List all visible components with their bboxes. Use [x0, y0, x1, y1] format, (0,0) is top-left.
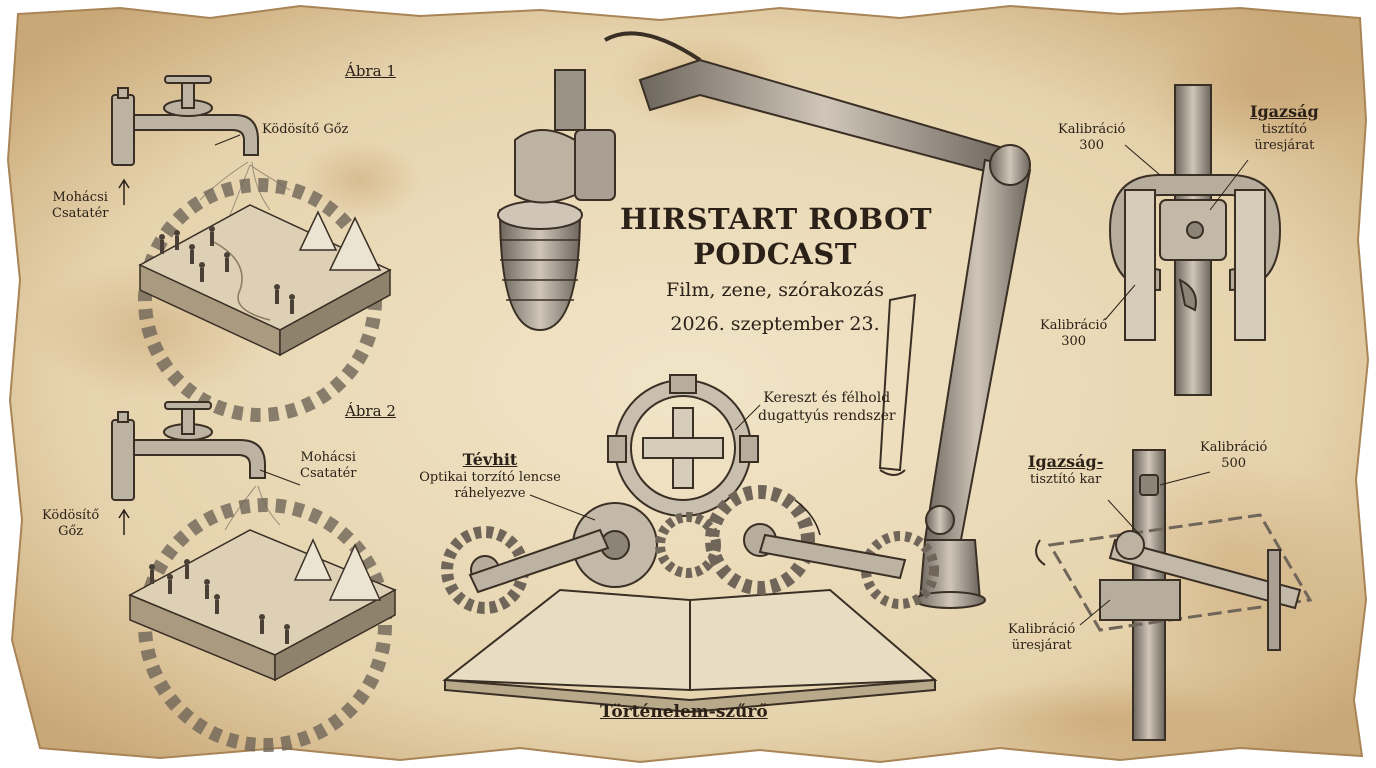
- truth-lever-heading: Igazság-: [1028, 452, 1104, 471]
- fig2-battlefield-line2: Csatatér: [300, 466, 357, 482]
- podcast-date: 2026. szeptember 23.: [670, 312, 880, 335]
- cross-piston-label: Kereszt és félhold dugattyús rendszer: [758, 390, 896, 425]
- history-filter-machine: [441, 374, 939, 714]
- truth-lever-label: Igazság- tisztító kar: [1028, 452, 1103, 488]
- truth-lever-line2: tisztító kar: [1030, 472, 1102, 487]
- myth-label: Tévhit Optikai torzító lencse ráhelyezve: [410, 450, 570, 503]
- calib-500-label: Kalibráció 500: [1200, 440, 1267, 473]
- fig1-battlefield-line2: Csatatér: [52, 206, 109, 222]
- calib-a-label: Kalibráció 300: [1058, 122, 1125, 155]
- microphone-icon: [497, 69, 616, 332]
- battlefield-diorama-2: [128, 498, 397, 752]
- calib-a-line1: Kalibráció: [1058, 122, 1126, 137]
- podcast-title-block: HIRSTART ROBOT PODCAST Film, zene, szóra…: [620, 202, 933, 336]
- truth-idle-heading: Igazság: [1250, 102, 1319, 121]
- cross-piston-line2: dugattyús rendszer: [758, 407, 896, 424]
- myth-line2: ráhelyezve: [454, 486, 526, 502]
- fig1-steam-label: Ködösítő Gőz: [262, 122, 349, 137]
- figure-2-caption: Ábra 2: [345, 402, 396, 420]
- calib-b-line1: Kalibráció: [1040, 318, 1108, 333]
- truth-idle-line2: üresjárat: [1254, 138, 1315, 154]
- fig2-steam-line2: Gőz: [58, 524, 84, 540]
- calib-500-line2: 500: [1221, 456, 1247, 472]
- fig2-steam-label: Ködösítő Gőz: [42, 508, 99, 541]
- cross-piston-line1: Kereszt és félhold: [763, 390, 891, 406]
- truth-idle-label: Igazság tisztító üresjárat: [1250, 102, 1319, 155]
- calib-idle-line2: üresjárat: [1011, 638, 1072, 654]
- truth-cleaning-lever: [1035, 449, 1313, 741]
- history-filter-caption: Történelem-szűrő: [600, 702, 768, 722]
- fig2-battlefield-label: Mohácsi Csatatér: [300, 450, 356, 483]
- myth-line1: Optikai torzító lencse: [419, 470, 561, 485]
- truth-cleaning-mechanism: [1104, 84, 1282, 396]
- fig2-steam-line1: Ködösítő: [42, 508, 100, 523]
- podcast-subtitle: Film, zene, szórakozás: [666, 278, 884, 301]
- fig2-battlefield-line1: Mohácsi: [300, 450, 356, 465]
- fig1-battlefield-label: Mohácsi Csatatér: [52, 190, 108, 223]
- myth-heading: Tévhit: [462, 450, 518, 469]
- faucet-2-icon: [111, 401, 266, 501]
- fig1-battlefield-line1: Mohácsi: [52, 190, 108, 205]
- battlefield-diorama-1: [138, 178, 392, 422]
- calib-idle-label: Kalibráció üresjárat: [1008, 622, 1075, 655]
- calib-a-line2: 300: [1079, 138, 1105, 154]
- podcast-title-line2: PODCAST: [693, 237, 857, 272]
- truth-idle-line1: tisztító: [1261, 122, 1308, 137]
- faucet-1-icon: [111, 75, 259, 166]
- calib-b-label: Kalibráció 300: [1040, 318, 1107, 351]
- calib-b-line2: 300: [1061, 334, 1087, 350]
- calib-500-line1: Kalibráció: [1200, 440, 1268, 455]
- podcast-title-line1: HIRSTART ROBOT: [620, 202, 933, 236]
- calib-idle-line1: Kalibráció: [1008, 622, 1076, 637]
- microphone-arm: [604, 31, 1032, 609]
- figure-1-caption: Ábra 1: [345, 62, 396, 80]
